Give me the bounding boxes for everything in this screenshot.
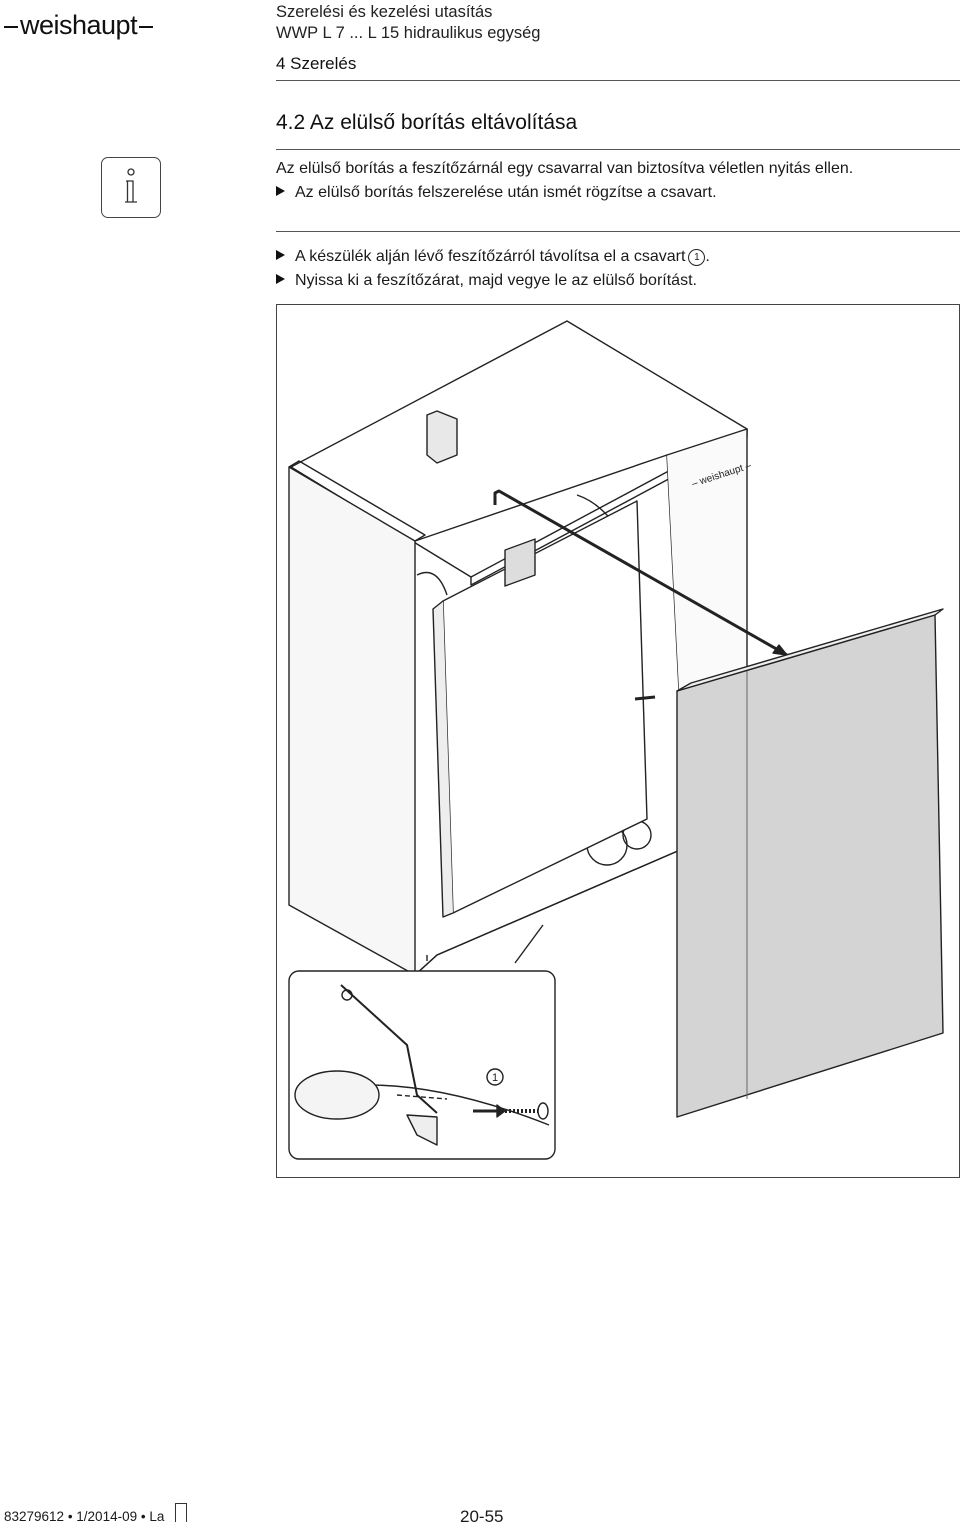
info-note: Az elülső borítás a feszítőzárnál egy cs…	[276, 157, 960, 205]
front-panel	[676, 614, 944, 1118]
step-arrow-icon	[276, 250, 285, 260]
info-note-text: Az elülső borítás a feszítőzárnál egy cs…	[276, 160, 854, 177]
document-title: Szerelési és kezelési utasítás WWP L 7 .…	[276, 2, 540, 44]
chapter-heading: 4 Szerelés	[276, 54, 357, 73]
housing-left-wall	[288, 466, 416, 976]
footer-page-number: 20-55	[460, 1507, 504, 1526]
section-title: 4.2 Az elülső borítás eltávolítása	[276, 111, 578, 134]
step-item: Nyissa ki a feszítőzárat, majd vegye le …	[276, 269, 960, 293]
document-title-line-1: Szerelési és kezelési utasítás	[276, 3, 493, 21]
info-note-step: Az elülső borítás felszerelése után ismé…	[276, 181, 960, 205]
footer-marker	[175, 1503, 187, 1522]
unit-illustration: – weishaupt –	[288, 320, 944, 1160]
header-divider	[276, 80, 960, 81]
installation-figure: – weishaupt –	[276, 304, 960, 1178]
document-title-line-2: WWP L 7 ... L 15 hidraulikus egység	[276, 24, 541, 42]
brand-logo: weishaupt	[2, 10, 155, 41]
instruction-steps: A készülék alján lévő feszítőzárról távo…	[276, 245, 960, 293]
step-arrow-icon	[276, 274, 285, 284]
step-arrow-icon	[276, 186, 285, 196]
info-icon	[101, 157, 161, 218]
footer-document-number: 83279612 • 1/2014-09 • La	[4, 1509, 165, 1524]
section-divider	[276, 149, 960, 150]
step-item: A készülék alján lévő feszítőzárról távo…	[276, 245, 960, 269]
info-divider	[276, 231, 960, 232]
figure-callout: 1	[492, 1072, 498, 1084]
callout-marker: 1	[688, 249, 706, 266]
brand-name: weishaupt	[20, 10, 138, 40]
